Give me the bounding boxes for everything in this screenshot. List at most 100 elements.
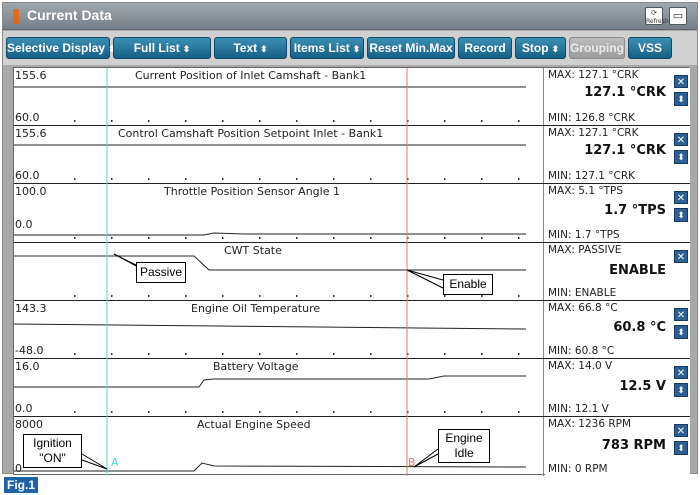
signal-name: Control Camshaft Position Setpoint Inlet… [118,127,384,140]
tick-mark [296,411,298,413]
reset-min-max-button[interactable]: Reset Min.Max [367,37,455,59]
signal-value-panel: MAX: 1236 RPM 783 RPM MIN: 0 RPM ✕ ⬍ [545,417,690,476]
tick-mark [222,120,224,122]
record-button[interactable]: Record [458,37,512,59]
tick-mark [185,353,187,355]
tick-mark [370,295,372,297]
tick-mark [111,411,113,413]
tick-mark [148,120,150,122]
axis-max-label: 143.3 [15,302,47,315]
trace-cwt-state [14,255,526,271]
passive-leader [113,253,141,269]
full-list-button[interactable]: Full List⬍ [113,37,211,59]
remove-signal-button[interactable]: ✕ [674,424,688,437]
maximize-icon[interactable]: ▭ [669,7,687,25]
signal-name: Engine Oil Temperature [191,302,321,315]
signal-row: 155.6 60.0 Control Camshaft Position Set… [14,126,690,184]
signal-min-value: MIN: 127.1 °CRK [548,170,636,182]
move-signal-button[interactable]: ⬍ [674,383,688,397]
text-button[interactable]: Text⬍ [214,37,287,59]
tick-mark [481,353,483,355]
signal-graph: 100.0 0.0 Throttle Position Sensor Angle… [14,184,544,242]
signal-row: 100.0 0.0 Throttle Position Sensor Angle… [14,184,690,243]
tick-mark [296,295,298,297]
cursor-b-label: B [408,456,416,469]
remove-signal-button[interactable]: ✕ [674,75,688,88]
axis-max-label: 8000 [15,418,43,431]
signal-current-value: 60.8 °C [613,320,666,335]
signal-current-value: 1.7 °TPS [604,203,666,218]
tick-mark [111,178,113,180]
remove-signal-button[interactable]: ✕ [674,191,688,204]
stop-button[interactable]: Stop⬍ [515,37,566,59]
passive-callout: Passive [136,262,186,283]
grouping-button[interactable]: Grouping [569,37,625,59]
signal-graph: 155.6 60.0 Current Position of Inlet Cam… [14,68,544,125]
ignition-on-callout: Ignition"ON" [23,434,82,468]
tick-mark [407,295,409,297]
remove-signal-button[interactable]: ✕ [674,250,688,263]
signal-value-panel: MAX: 66.8 °C 60.8 °C MIN: 60.8 °C ✕ ⬍ [545,301,690,358]
tick-mark [481,411,483,413]
refresh-icon[interactable]: ⟳Refresh [645,7,669,25]
tick-mark [259,411,261,413]
tick-mark [444,295,446,297]
axis-max-label: 16.0 [15,360,40,373]
selective-display-button[interactable]: Selective Display⬍ [6,37,116,59]
tick-mark [296,120,298,122]
move-signal-button[interactable]: ⬍ [674,92,688,106]
signal-min-value: MIN: ENABLE [548,287,617,299]
remove-signal-button[interactable]: ✕ [674,133,688,146]
tick-mark [444,353,446,355]
tick-mark [185,237,187,239]
tick-mark [74,237,76,239]
remove-signal-button[interactable]: ✕ [674,308,688,321]
axis-min-label: -48.0 [15,344,44,357]
tick-mark [407,178,409,180]
idle-leader [413,448,439,468]
signal-row: CWT State MAX: PASSIVE ENABLE MIN: ENABL… [14,243,690,301]
ignition-leader [81,453,108,470]
signal-max-value: MAX: 14.0 V [548,360,613,372]
tick-mark [296,353,298,355]
tick-mark [518,411,520,413]
signal-max-value: MAX: 127.1 °CRK [548,69,639,81]
tick-mark [481,237,483,239]
signal-min-value: MIN: 60.8 °C [548,345,615,357]
tick-mark [74,411,76,413]
signal-row: 155.6 60.0 Current Position of Inlet Cam… [14,68,690,126]
signal-graph: 8000 0 Actual Engine Speed [14,417,544,476]
signal-current-value: ENABLE [609,263,666,278]
signal-min-value: MIN: 12.1 V [548,403,609,415]
trace-battery-voltage [14,375,526,388]
callout-leaders [81,253,444,470]
move-signal-button[interactable]: ⬍ [674,208,688,222]
signal-graph: 143.3 -48.0 Engine Oil Temperature [14,301,544,358]
tick-mark [370,120,372,122]
tick-mark [111,353,113,355]
tick-mark [259,178,261,180]
signal-name: Actual Engine Speed [197,418,311,431]
tick-mark [518,353,520,355]
move-signal-button[interactable]: ⬍ [674,441,688,455]
tick-mark [407,353,409,355]
vss-button[interactable]: VSS [628,37,672,59]
items-list-button[interactable]: Items List⬍ [290,37,364,59]
tick-mark [111,237,113,239]
remove-signal-button[interactable]: ✕ [674,366,688,379]
signal-min-value: MIN: 0 RPM [548,463,608,475]
tick-mark [148,237,150,239]
tick-mark [148,178,150,180]
tick-mark [444,237,446,239]
tick-mark [148,295,150,297]
signal-value-panel: MAX: 127.1 °CRK 127.1 °CRK MIN: 126.8 °C… [545,68,690,125]
tick-mark [370,411,372,413]
tick-mark [74,353,76,355]
tick-mark [148,353,150,355]
tick-mark [518,237,520,239]
move-signal-button[interactable]: ⬍ [674,325,688,339]
tick-mark [370,178,372,180]
title-bar: Current Data ⟳Refresh ▭ [3,3,697,30]
signal-current-value: 127.1 °CRK [584,143,666,158]
move-signal-button[interactable]: ⬍ [674,150,688,164]
